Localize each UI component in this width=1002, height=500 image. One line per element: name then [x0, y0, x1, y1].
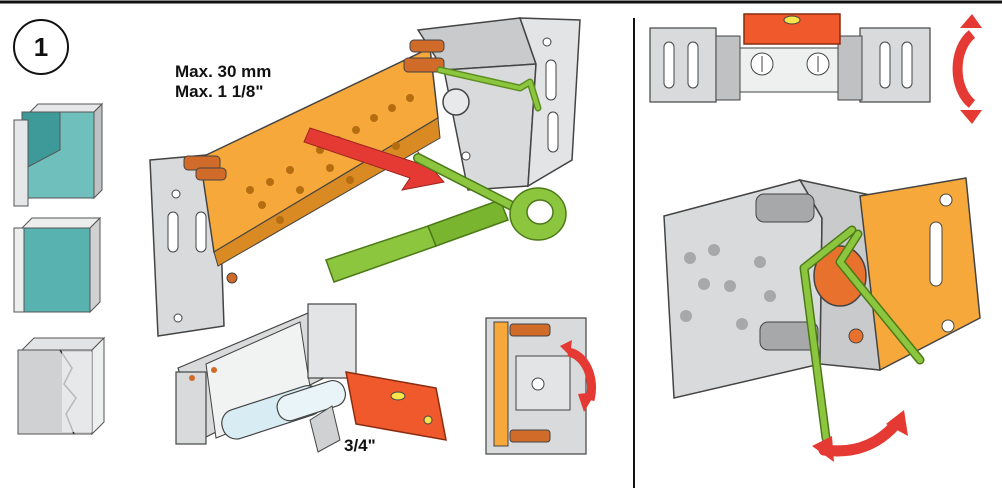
- hex-key-adjustment-detail: [663, 177, 981, 399]
- hex-key-icon: [799, 225, 925, 443]
- spirit-level-icon: [345, 371, 447, 441]
- drywall-tile-icon: [13, 102, 104, 207]
- max-depth-mm-label: Max. 30 mm: [175, 62, 272, 81]
- wood-tile-icon: [13, 216, 102, 314]
- tube-size-label: 3/4": [344, 436, 376, 455]
- bracket-rotation-detail: [485, 317, 597, 455]
- tube-level-diagram: [175, 303, 447, 453]
- max-depth-inch-label: Max. 1 1/8": [175, 82, 264, 101]
- step-number-circle: [13, 19, 69, 75]
- step-number: 1: [33, 31, 49, 62]
- ratchet-wrench-icon: [325, 153, 567, 283]
- step-number-badge: 1: [14, 20, 68, 74]
- frame-top-view: [649, 13, 982, 124]
- concrete-tile-icon: [17, 336, 106, 436]
- rotate-arrow-icon: [812, 410, 908, 462]
